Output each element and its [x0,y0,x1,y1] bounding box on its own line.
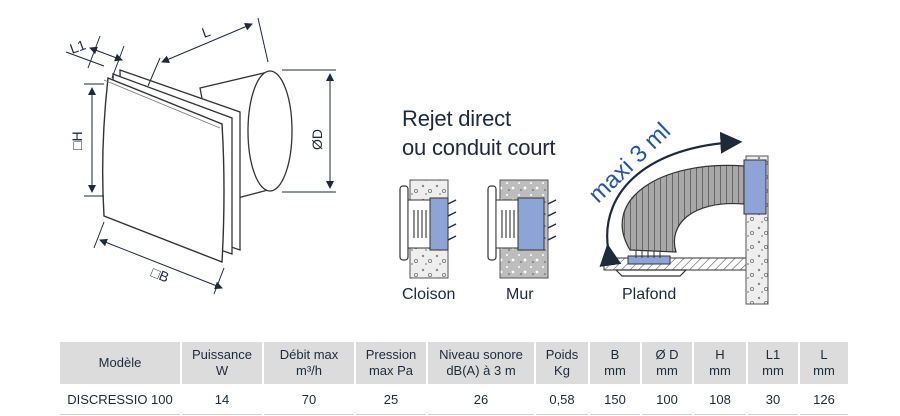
cell-h: 108 [693,384,748,415]
cloison-illustration [399,179,457,279]
dim-B [93,221,225,295]
mounting-title-line1: Rejet direct [402,106,511,131]
cell-l: 126 [799,384,848,415]
mounting-title-line2: ou conduit court [402,135,556,160]
cell-d: 100 [641,384,694,415]
label-L: L [200,23,213,41]
mur-illustration [487,179,557,279]
flexible-duct [621,164,745,253]
cell-noise: 26 [427,384,536,415]
label-D: ØD [309,129,325,150]
dim-L1 [65,35,125,79]
dim-H [84,83,104,197]
caption-plafond: Plafond [622,286,677,303]
caption-mur: Mur [506,286,534,303]
dim-D [282,69,336,193]
cell-model: DISCRESSIO 100 [60,384,182,415]
plafond-illustration [599,131,769,305]
label-L1: L1 [68,36,88,56]
label-H: □H [69,131,85,150]
cell-l1: 30 [747,384,800,415]
cell-b: 150 [589,384,642,415]
cell-pressure: 25 [355,384,428,415]
label-B: □B [149,264,171,286]
cell-flow: 70 [263,384,356,415]
cell-power: 14 [181,384,264,415]
fan-drawing: L1 L □H ØD □B [65,17,336,295]
product-diagram: L1 L □H ØD □B [65,17,769,305]
header-model: Modèle [60,342,182,384]
cell-weight: 0,58 [535,384,590,415]
table-row: DISCRESSIO 100 14 70 25 26 0,58 150 100 … [60,384,848,415]
dim-L [147,17,269,87]
caption-cloison: Cloison [402,286,456,303]
